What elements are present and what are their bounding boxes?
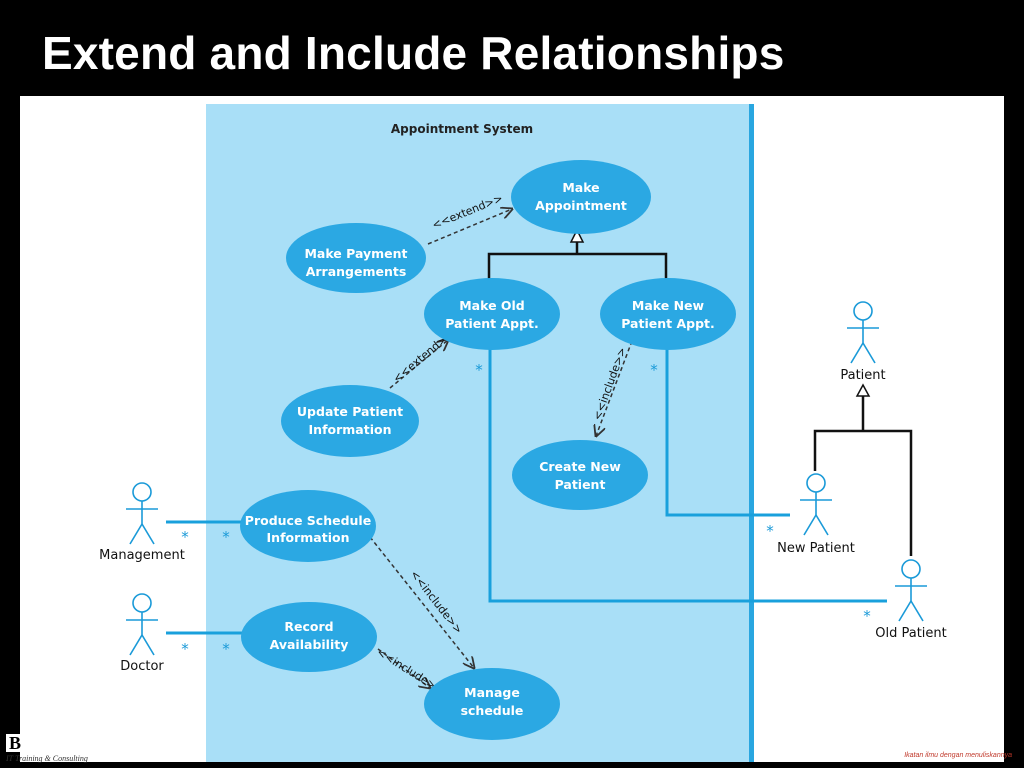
actor-new-patient[interactable] [800, 473, 832, 536]
use-case-diagram: Appointment System <<extend>> <<extend>>… [99, 104, 947, 762]
svg-text:Patient Appt.: Patient Appt. [445, 316, 539, 331]
multiplicity: * [475, 361, 483, 379]
use-case-create-new-patient[interactable]: Create New Patient [512, 440, 648, 510]
use-case-record-availability[interactable]: Record Availability [241, 602, 377, 672]
svg-text:Make Old: Make Old [459, 298, 525, 313]
actor-management-label: Management [99, 548, 185, 563]
actor-new-patient-label: New Patient [777, 541, 855, 556]
use-case-manage-schedule[interactable]: Manage schedule [424, 668, 560, 740]
use-case-make-payment[interactable]: Make Payment Arrangements [286, 223, 426, 293]
generalization-patient [813, 396, 913, 556]
svg-text:Appointment: Appointment [535, 198, 627, 213]
assoc-old-patient [488, 346, 887, 603]
svg-text:schedule: schedule [461, 703, 524, 718]
actor-doctor[interactable] [126, 593, 158, 656]
svg-text:Availability: Availability [270, 637, 349, 652]
svg-text:Make New: Make New [632, 298, 705, 313]
multiplicity: * [222, 640, 230, 658]
actor-doctor-label: Doctor [120, 659, 164, 674]
diagram-canvas: Appointment System <<extend>> <<extend>>… [20, 96, 1004, 762]
actor-old-patient-label: Old Patient [875, 626, 947, 641]
use-case-make-old-patient-appt[interactable]: Make Old Patient Appt. [424, 278, 560, 350]
svg-text:Patient: Patient [555, 477, 606, 492]
multiplicity: * [181, 528, 189, 546]
svg-text:Produce Schedule: Produce Schedule [245, 513, 371, 528]
multiplicity: * [222, 528, 230, 546]
svg-text:Make Payment: Make Payment [304, 246, 407, 261]
footer-slogan: Ikatan ilmu dengan menuliskannya [904, 752, 1012, 759]
system-name: Appointment System [391, 122, 533, 136]
svg-text:Update Patient: Update Patient [297, 404, 403, 419]
multiplicity: * [650, 361, 658, 379]
associations [166, 346, 887, 635]
use-case-make-appointment[interactable]: Make Appointment [511, 160, 651, 234]
generalization-make-appointment [487, 242, 668, 284]
use-case-update-patient-information[interactable]: Update Patient Information [281, 385, 419, 457]
generalization-patient-arrowhead [855, 383, 871, 397]
multiplicity: * [863, 607, 871, 625]
multiplicity: * [181, 640, 189, 658]
svg-text:Record: Record [284, 619, 333, 634]
svg-text:Create New: Create New [539, 459, 621, 474]
dep-include-record [377, 648, 430, 688]
assoc-new-patient [665, 346, 790, 517]
svg-text:Manage: Manage [464, 685, 520, 700]
logo-text: IT Training & Consulting [6, 754, 88, 763]
svg-text:Information: Information [309, 422, 392, 437]
slide-title: Extend and Include Relationships [42, 27, 785, 79]
svg-text:Information: Information [267, 530, 350, 545]
title-bar: Extend and Include Relationships [0, 0, 1024, 95]
svg-text:Make: Make [562, 180, 599, 195]
logo-letter: B [6, 734, 24, 752]
system-boundary-edge [749, 104, 754, 762]
actor-patient-label: Patient [840, 368, 885, 383]
dependencies [369, 209, 633, 688]
dep-extend-payment [427, 209, 512, 245]
actor-old-patient[interactable] [895, 559, 927, 622]
dep-include-create [596, 340, 633, 436]
actor-patient[interactable] [847, 301, 879, 364]
multiplicity: * [766, 522, 774, 540]
svg-text:Patient Appt.: Patient Appt. [621, 316, 715, 331]
use-case-make-new-patient-appt[interactable]: Make New Patient Appt. [600, 278, 736, 350]
svg-text:Arrangements: Arrangements [306, 264, 407, 279]
actor-management[interactable] [126, 482, 158, 545]
generalization-arrowhead [569, 228, 585, 243]
use-case-produce-schedule-information[interactable]: Produce Schedule Information [240, 490, 376, 562]
dep-extend-update [389, 340, 448, 389]
company-logo: B IT Training & Consulting [6, 734, 88, 763]
